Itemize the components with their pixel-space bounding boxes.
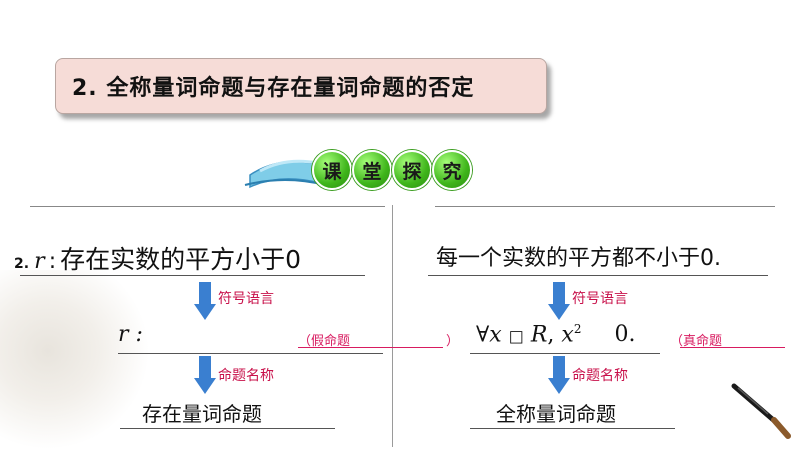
right-statement: 每一个实数的平方都不小于0. <box>436 246 721 271</box>
banner-char-3: 探 <box>392 150 432 190</box>
formula-set: R <box>530 322 548 348</box>
left-underline-1 <box>20 275 365 276</box>
right-judgement-line <box>680 347 785 348</box>
section-title: 2. 全称量词命题与存在量词命题的否定 <box>72 76 475 101</box>
right-proposition-name: 全称量词命题 <box>496 402 616 426</box>
right-judgement: （真命题 <box>670 334 723 349</box>
left-underline-2 <box>118 353 383 354</box>
arrow-down-icon <box>548 356 570 394</box>
proposition-colon: : <box>48 249 57 274</box>
arrow-down-icon <box>194 282 216 320</box>
explore-banner: 课 堂 探 究 <box>240 145 490 190</box>
right-underline-2 <box>470 353 660 354</box>
proposition-variable: r <box>34 249 45 274</box>
left-label-symbolic: 符号语言 <box>218 291 274 307</box>
left-proposition-name: 存在量词命题 <box>142 402 262 426</box>
banner-char-4: 究 <box>432 150 472 190</box>
section-title-box: 2. 全称量词命题与存在量词命题的否定 <box>55 58 547 114</box>
item-number: 2. <box>14 256 30 272</box>
brush-icon <box>731 383 791 439</box>
column-divider <box>392 205 393 447</box>
right-underline-1 <box>428 275 768 276</box>
right-underline-3 <box>470 428 675 429</box>
banner-char-1: 课 <box>312 150 352 190</box>
missing-symbol-box: □ <box>508 326 524 346</box>
left-underline-3 <box>120 428 335 429</box>
arrow-down-icon <box>548 282 570 320</box>
left-proposition: 2. r:存在实数的平方小于0 <box>14 240 301 276</box>
formula-var-x: x <box>489 322 502 348</box>
formula-exponent: 2 <box>573 322 582 336</box>
left-judgement: （假命题 <box>298 334 351 349</box>
left-symbol-line: r : <box>118 322 143 347</box>
left-judgement-line <box>298 347 443 348</box>
left-label-name: 命题名称 <box>218 368 274 384</box>
right-formula: ∀x □ R, x2 0. <box>476 322 635 347</box>
formula-comma: , <box>547 322 555 348</box>
formula-rhs: 0. <box>614 322 636 348</box>
banner-char-2: 堂 <box>352 150 392 190</box>
right-label-name: 命题名称 <box>572 368 628 384</box>
separator-left <box>30 206 385 207</box>
forall-symbol: ∀ <box>476 322 490 348</box>
arrow-down-icon <box>194 356 216 394</box>
left-statement: 存在实数的平方小于0 <box>60 245 302 274</box>
separator-right <box>435 206 775 207</box>
formula-var-x2: x <box>561 322 574 348</box>
left-judgement-close: ） <box>446 334 460 349</box>
flower-decoration <box>0 270 150 450</box>
right-label-symbolic: 符号语言 <box>572 291 628 307</box>
